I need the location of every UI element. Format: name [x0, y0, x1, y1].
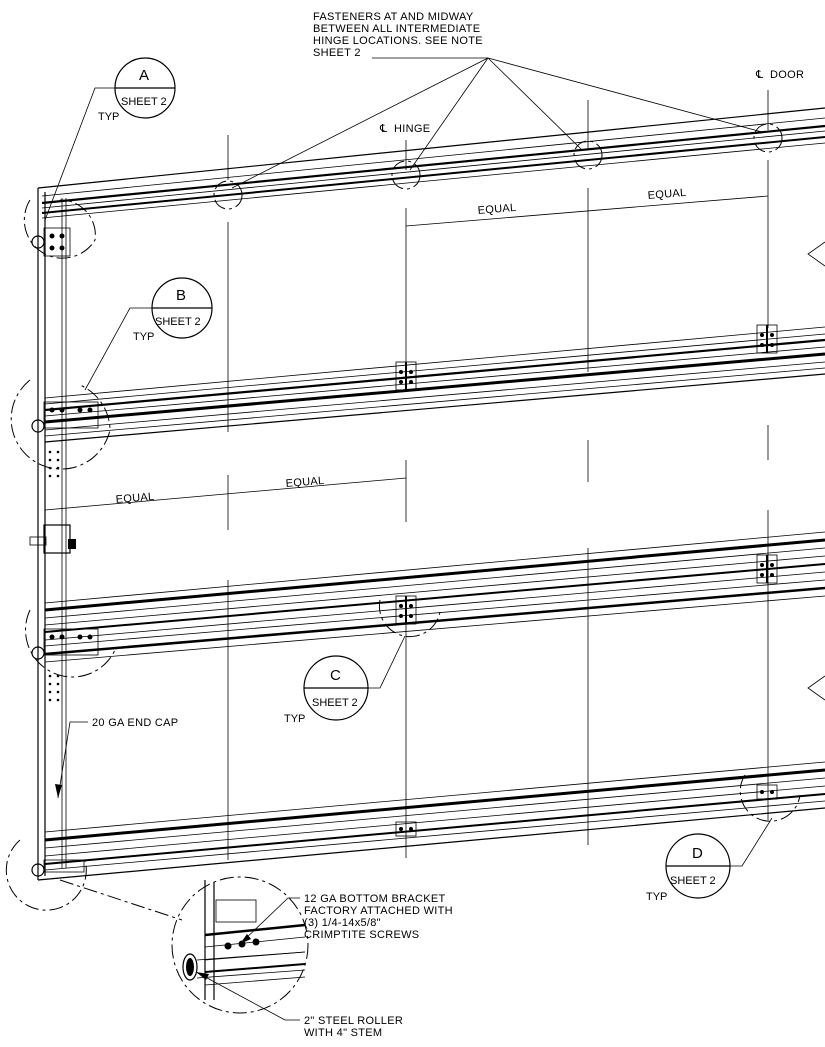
- roller-icon: [31, 401, 99, 433]
- equal-dim-3: EQUAL: [115, 491, 155, 506]
- detail-a-sheet: SHEET 2: [121, 96, 167, 108]
- detail-b-sheet: SHEET 2: [155, 316, 201, 328]
- bracket-line-1: 12 GA BOTTOM BRACKET: [304, 893, 446, 905]
- break-symbols: [807, 241, 825, 701]
- hinge-icon: [395, 595, 417, 625]
- hinge-icon: [756, 324, 778, 354]
- hinge-icon: [756, 554, 778, 584]
- equal-dim-2: EQUAL: [647, 187, 687, 202]
- detail-c-typ: TYP: [284, 713, 305, 725]
- fasteners-callout: FASTENERS AT AND MIDWAY BETWEEN ALL INTE…: [231, 11, 763, 189]
- detail-b-typ: TYP: [133, 331, 154, 343]
- detail-a-bubble: A SHEET 2 TYP: [44, 57, 176, 221]
- end-cap-label: 20 GA END CAP: [92, 717, 178, 729]
- roller-line-1: 2" STEEL ROLLER: [304, 1015, 403, 1027]
- svg-text:℄: ℄: [755, 69, 763, 81]
- detail-d-bubble: D SHEET 2 TYP: [646, 817, 773, 903]
- detail-c-letter: C: [330, 667, 341, 684]
- end-brackets: [29, 227, 99, 877]
- roller-icon: [31, 227, 71, 257]
- detail-d-typ: TYP: [646, 891, 667, 903]
- fasteners-line-3: HINGE LOCATIONS. SEE NOTE: [313, 35, 483, 47]
- roller-callout: 2" STEEL ROLLER WITH 4" STEM: [195, 971, 403, 1039]
- fasteners-line-4: SHEET 2: [313, 47, 361, 59]
- equal-dim-1: EQUAL: [477, 202, 517, 217]
- detail-a-typ: TYP: [98, 111, 119, 123]
- equal-dim-4: EQUAL: [285, 475, 325, 490]
- detail-c-bubble: C SHEET 2 TYP: [284, 635, 406, 725]
- rail-2: [44, 326, 825, 443]
- bottom-bracket-callout: 12 GA BOTTOM BRACKET FACTORY ATTACHED WI…: [239, 893, 453, 945]
- detail-d-letter: D: [692, 845, 703, 862]
- door-end-stile: [37, 188, 67, 880]
- roller-icon: [31, 859, 85, 877]
- cl-door-label: DOOR: [770, 69, 804, 81]
- roller-line-2: WITH 4" STEM: [304, 1027, 382, 1039]
- detail-boundaries: [5, 123, 801, 911]
- cl-hinge-label: HINGE: [394, 123, 430, 135]
- hinge-centerlines: [227, 90, 769, 860]
- hinge-icon: [395, 821, 417, 837]
- fasteners-line-2: BETWEEN ALL INTERMEDIATE: [313, 23, 480, 35]
- bottom-detail-magnifier: [59, 876, 309, 1014]
- hinge-markers: [395, 324, 778, 837]
- detail-b-bubble: B SHEET 2 TYP: [84, 277, 213, 391]
- hinge-icon: [756, 784, 778, 800]
- top-rail: [37, 107, 825, 219]
- hinge-icon: [395, 361, 417, 391]
- detail-c-sheet: SHEET 2: [312, 697, 358, 709]
- detail-d-sheet: SHEET 2: [670, 875, 716, 887]
- svg-text:℄: ℄: [379, 123, 387, 135]
- rail-3: [44, 531, 825, 663]
- detail-b-letter: B: [176, 287, 186, 304]
- lock-handle-icon: [29, 524, 76, 554]
- bracket-line-2: FACTORY ATTACHED WITH: [304, 905, 453, 917]
- bottom-rail: [37, 761, 825, 881]
- fastener-holes: [48, 450, 60, 702]
- fasteners-line-1: FASTENERS AT AND MIDWAY: [313, 11, 474, 23]
- end-cap-callout: 20 GA END CAP: [55, 717, 178, 799]
- equal-dimensions: EQUAL EQUAL EQUAL EQUAL: [44, 187, 769, 511]
- bracket-line-3: (3) 1/4-14x5/8": [304, 917, 381, 929]
- detail-a-letter: A: [139, 67, 149, 84]
- centerline-labels: ℄ DOOR ℄ HINGE: [379, 69, 804, 135]
- bracket-line-4: CRIMPTITE SCREWS: [304, 929, 419, 941]
